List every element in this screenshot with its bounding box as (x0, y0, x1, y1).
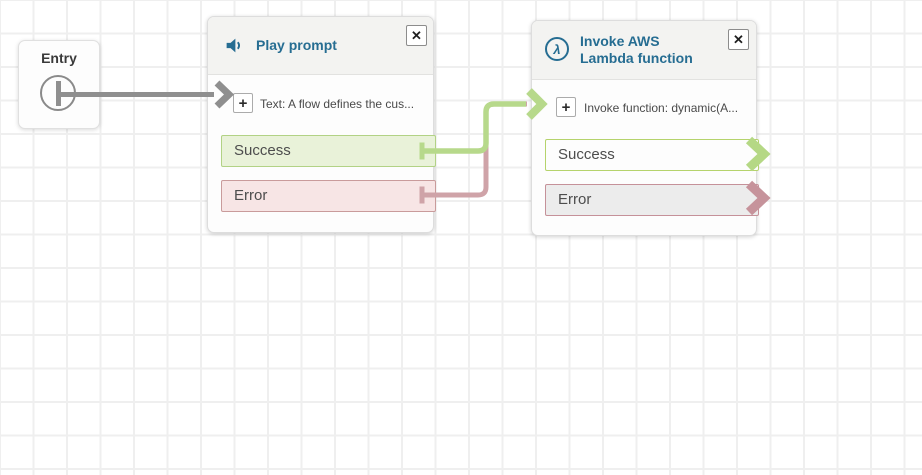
play-prompt-header: Play prompt ✕ (208, 17, 433, 75)
invoke-lambda-header: λ Invoke AWS Lambda function ✕ (532, 21, 756, 80)
invoke-lambda-title: Invoke AWS Lambda function (580, 33, 693, 66)
play-prompt-node[interactable]: Play prompt ✕ + Text: A flow defines the… (207, 16, 436, 233)
lambda-icon: λ (545, 37, 569, 61)
connection-success-to-lambda[interactable] (419, 88, 548, 160)
play-prompt-summary: Text: A flow defines the cus... (260, 97, 415, 111)
output-label: Success (558, 146, 615, 163)
output-label: Error (234, 187, 268, 204)
play-prompt-title: Play prompt (256, 37, 337, 53)
close-icon[interactable]: ✕ (728, 29, 749, 50)
play-prompt-success-output[interactable]: Success (221, 135, 436, 167)
invoke-lambda-summary: Invoke function: dynamic(A... (584, 101, 739, 115)
add-parameter-button[interactable]: + (233, 93, 253, 113)
entry-node[interactable]: Entry (18, 40, 100, 129)
entry-output-port[interactable] (40, 75, 76, 111)
add-parameter-button[interactable]: + (556, 97, 576, 117)
entry-node-label: Entry (41, 50, 77, 66)
connection-error-to-lambda[interactable] (419, 89, 547, 204)
invoke-lambda-error-output[interactable]: Error (545, 184, 759, 216)
speaker-icon (224, 35, 245, 61)
close-icon[interactable]: ✕ (406, 25, 427, 46)
invoke-lambda-node[interactable]: λ Invoke AWS Lambda function ✕ + Invoke … (531, 20, 759, 236)
invoke-lambda-success-output[interactable]: Success (545, 139, 759, 171)
play-prompt-error-output[interactable]: Error (221, 180, 436, 212)
output-label: Error (558, 191, 592, 208)
output-label: Success (234, 142, 291, 159)
